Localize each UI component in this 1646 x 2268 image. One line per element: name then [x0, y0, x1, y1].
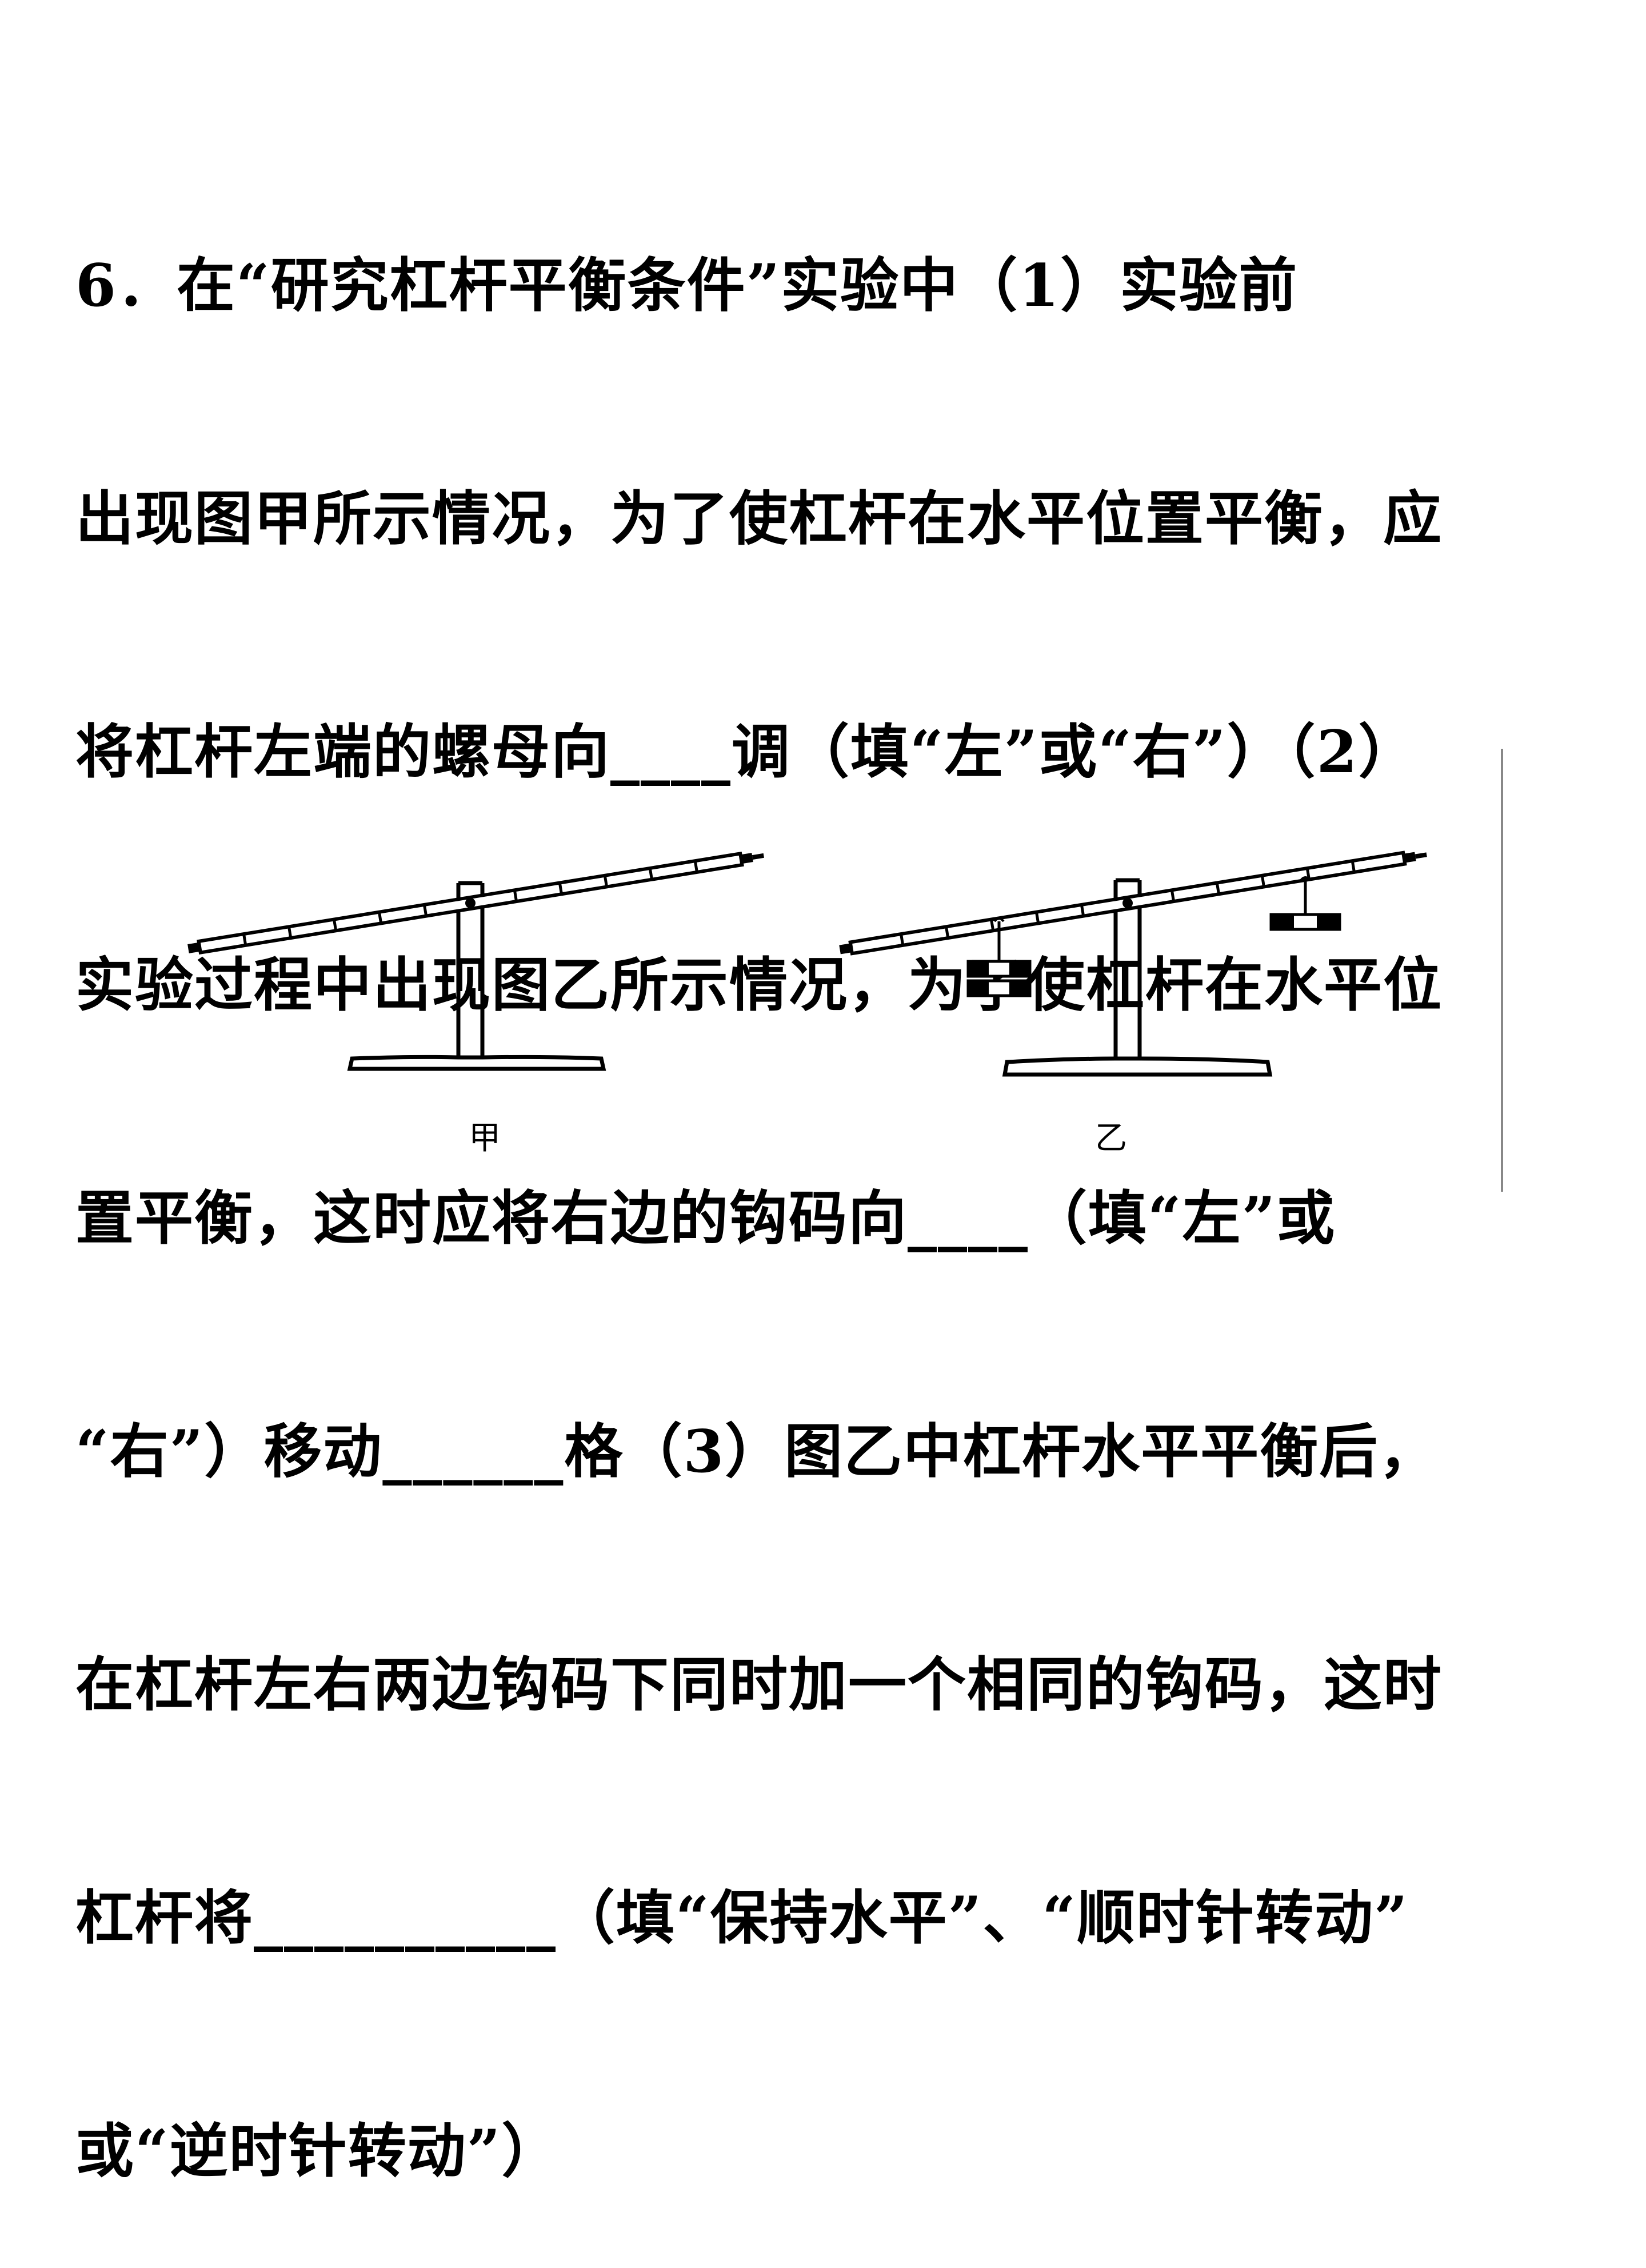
stand-base	[347, 1055, 606, 1071]
weight-left-2	[966, 979, 1032, 997]
question-line-7: 在杠杆左右两边钩码下同时加一个相同的钩码，这时	[75, 1651, 1443, 1719]
caption-yi: 乙	[1095, 1120, 1127, 1157]
left-weights	[966, 917, 1032, 997]
lever-bar	[187, 851, 764, 955]
figure-yi: 乙	[839, 850, 1427, 1157]
question-line-8: 杠杆将__________（填“保持水平”、“顺时针转动”	[75, 1884, 1409, 1952]
question-line-4: 实验过程中出现图乙所示情况，为了使杠杆在水平位	[75, 951, 1443, 1020]
weight-left-1	[966, 960, 1032, 978]
caption-jia: 甲	[469, 1120, 501, 1157]
right-weight	[1269, 876, 1341, 931]
figure-jia: 甲	[187, 851, 764, 1157]
stand-base-yi	[1002, 1056, 1273, 1077]
question-line-9: 或“逆时针转动”）	[75, 2117, 561, 2186]
lever-figures: 甲	[187, 749, 1503, 1192]
question-line-1: 6．在“研究杠杆平衡条件”实验中（1）实验前	[75, 251, 1299, 320]
question-line-6: “右”）移动______格（3）图乙中杠杆水平平衡后，	[75, 1418, 1439, 1486]
lever-bar-yi	[839, 850, 1427, 956]
question-line-3: 将杠杆左端的螺母向____调（填“左”或“右”）（2）	[75, 718, 1418, 786]
weight-right-1	[1269, 913, 1341, 931]
question-line-2: 出现图甲所示情况，为了使杠杆在水平位置平衡，应	[75, 485, 1443, 553]
